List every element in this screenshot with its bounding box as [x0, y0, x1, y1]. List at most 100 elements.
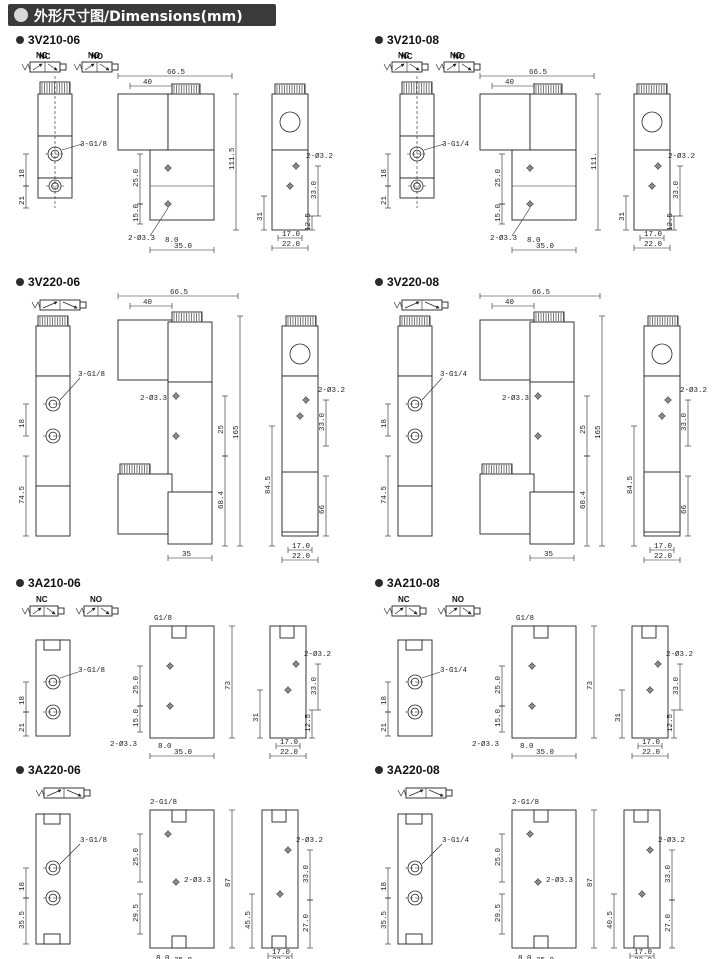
side-holes-label: 2-Ø3.2 — [304, 650, 331, 659]
dimension-label: 33.0 — [311, 676, 319, 695]
dimension-label: 25.0 — [133, 847, 141, 866]
spring-icon — [397, 789, 407, 797]
pilot-port-end — [271, 809, 287, 823]
section-s3v220_06: 3-G1/81874.566.5401652568.42-Ø3.3352-Ø3.… — [19, 289, 345, 563]
body-end-view — [631, 625, 669, 739]
dimension-label: 33.0 — [665, 864, 673, 883]
flow-arrow-icon — [46, 607, 56, 615]
leader-line — [61, 143, 83, 151]
coil-housing-lower — [117, 473, 173, 535]
pilot-port — [171, 625, 187, 639]
dimension-label: 31 — [253, 712, 261, 722]
dimension-label: 35 — [182, 551, 192, 559]
side-holes-label: 2-Ø3.2 — [318, 386, 345, 395]
solenoid-coil-lower — [35, 485, 71, 537]
dimension-label: 35.5 — [381, 910, 389, 929]
section-title: 3V210-08 — [375, 33, 439, 47]
spring-icon — [73, 63, 83, 71]
top-port-label: G1/8 — [516, 615, 534, 623]
dimension-label: 84.5 — [627, 475, 635, 494]
flow-arrow-icon — [47, 63, 58, 71]
spring-icon — [21, 63, 31, 71]
solenoid-coil — [399, 93, 435, 137]
dimension-label: 111. — [591, 152, 599, 170]
leader-line — [149, 207, 169, 237]
dimension-label: 31 — [619, 211, 627, 221]
dimension-label: 40.5 — [607, 910, 615, 929]
section-title: 3V220-08 — [375, 275, 439, 289]
port-label: 3-G1/8 — [80, 837, 107, 845]
dimension-label: 27.0 — [303, 913, 311, 932]
dimension-label: 66.5 — [170, 289, 189, 297]
dimension-label: 21 — [381, 722, 389, 732]
dimension-label: 31 — [615, 712, 623, 722]
spring-icon — [437, 607, 447, 615]
flow-arrow-icon — [448, 607, 458, 615]
dimension-label: 12.5 — [305, 212, 313, 231]
title-bullet-icon — [375, 278, 383, 286]
dimension-label: 27.0 — [665, 913, 673, 932]
coil-housing — [117, 93, 169, 151]
coil-housing — [479, 93, 531, 151]
dimension-label: 33.0 — [673, 676, 681, 695]
dimension-label: 12.5 — [667, 713, 675, 732]
pilot-port-end — [641, 625, 657, 639]
dimension-label: 73 — [225, 680, 233, 690]
valve-body-lower — [167, 491, 213, 545]
pilot-port — [533, 625, 549, 639]
dimension-label: 25.0 — [133, 675, 141, 694]
dimension-label: 18 — [19, 696, 27, 705]
dimension-label: 165 — [595, 425, 603, 439]
leader-line — [59, 671, 79, 679]
flow-arrow-icon — [461, 63, 472, 71]
dimension-label: 25.0 — [495, 168, 503, 187]
dimension-label: 45.5 — [245, 910, 253, 929]
spring-icon — [383, 63, 393, 71]
dimension-label: 17.0 — [644, 231, 663, 239]
coil-cap-circle — [641, 111, 663, 133]
flow-arrow-icon — [100, 607, 110, 615]
solenoid-icon — [419, 607, 427, 615]
section-title-text: 3V210-06 — [28, 33, 80, 47]
port-label: 3-G1/8 — [78, 667, 105, 675]
dimension-label: 66.5 — [532, 289, 551, 297]
offset-label: 8.0 — [156, 955, 170, 959]
port-label: 3-G1/4 — [440, 371, 468, 379]
solenoid-icon — [59, 63, 67, 71]
dimension-label: 17.0 — [634, 949, 653, 957]
spring-icon — [21, 607, 31, 615]
flow-arrow-icon — [408, 607, 418, 615]
dimension-label: 84.5 — [265, 475, 273, 494]
pilot-port — [43, 813, 61, 825]
solenoid-icon — [57, 607, 65, 615]
dimension-label: 17.0 — [272, 949, 291, 957]
header-bar — [8, 4, 276, 26]
flow-arrow-icon — [84, 63, 95, 71]
title-bullet-icon — [16, 278, 24, 286]
section-title: 3V220-06 — [16, 275, 80, 289]
flow-arrow-icon — [404, 301, 420, 309]
symbol-label: NC — [401, 52, 413, 61]
flow-arrow-icon — [446, 63, 457, 71]
dimension-label: 68.4 — [580, 490, 588, 509]
holes-label: 2-Ø3.3 — [546, 876, 574, 885]
section-title-text: 3V220-08 — [387, 275, 439, 289]
symbol-no-label: NO — [90, 595, 102, 604]
section-title-text: 3A220-08 — [387, 763, 440, 777]
side-holes-label: 2-Ø3.2 — [296, 836, 323, 845]
dimension-label: 111.5 — [229, 147, 237, 170]
spring-icon — [383, 607, 393, 615]
leader-line — [423, 143, 445, 151]
body-end-view — [269, 625, 307, 739]
dimension-label: 22.0 — [634, 957, 653, 959]
dimension-label: 22.0 — [272, 957, 291, 959]
flow-arrow-icon — [66, 789, 82, 797]
spring-icon — [75, 607, 85, 615]
solenoid-icon — [111, 607, 119, 615]
title-bullet-icon — [375, 36, 383, 44]
section-title: 3A210-06 — [16, 576, 81, 590]
pilot-port-end-lower — [633, 935, 649, 949]
valve-body-side — [149, 809, 215, 949]
